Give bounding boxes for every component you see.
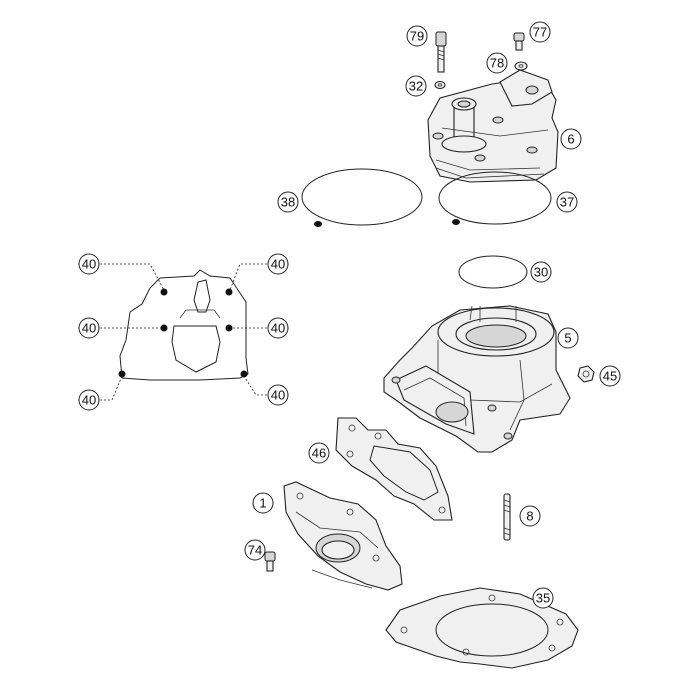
callout-77: 77 bbox=[529, 21, 551, 43]
svg-text:38: 38 bbox=[281, 195, 295, 210]
svg-text:78: 78 bbox=[490, 56, 504, 71]
svg-text:40: 40 bbox=[82, 321, 96, 336]
callout-46: 46 bbox=[308, 442, 330, 464]
svg-text:40: 40 bbox=[271, 321, 285, 336]
nut-45 bbox=[577, 365, 595, 383]
svg-text:35: 35 bbox=[536, 591, 550, 606]
callout-6: 6 bbox=[560, 128, 582, 150]
callout-40-bottom-left: 40 bbox=[78, 389, 100, 411]
svg-text:5: 5 bbox=[564, 331, 571, 346]
svg-text:37: 37 bbox=[560, 195, 574, 210]
callout-38: 38 bbox=[277, 191, 299, 213]
washer-32 bbox=[434, 80, 446, 90]
svg-text:6: 6 bbox=[567, 132, 574, 147]
base-gasket-35 bbox=[385, 587, 579, 669]
o-ring-37 bbox=[438, 171, 552, 225]
callout-8: 8 bbox=[519, 505, 541, 527]
screw-77 bbox=[513, 32, 525, 51]
svg-text:40: 40 bbox=[82, 257, 96, 272]
callout-40-top-right: 40 bbox=[267, 253, 289, 275]
svg-text:32: 32 bbox=[409, 79, 423, 94]
o-ring-38 bbox=[301, 168, 423, 227]
callout-79: 79 bbox=[406, 25, 428, 47]
cylinder-head-6 bbox=[427, 69, 559, 183]
svg-text:77: 77 bbox=[533, 25, 547, 40]
washer-78 bbox=[514, 61, 528, 71]
svg-text:74: 74 bbox=[248, 543, 262, 558]
callout-1: 1 bbox=[252, 492, 274, 514]
o-ring-30 bbox=[458, 255, 528, 289]
svg-text:1: 1 bbox=[259, 496, 266, 511]
callout-78: 78 bbox=[486, 52, 508, 74]
svg-text:40: 40 bbox=[271, 257, 285, 272]
svg-text:46: 46 bbox=[312, 446, 326, 461]
leader-lines bbox=[100, 263, 267, 401]
callout-40-bottom-right: 40 bbox=[267, 384, 289, 406]
svg-text:45: 45 bbox=[603, 369, 617, 384]
svg-text:40: 40 bbox=[82, 393, 96, 408]
callout-45: 45 bbox=[599, 365, 621, 387]
svg-text:40: 40 bbox=[271, 388, 285, 403]
callout-40-middle-right: 40 bbox=[267, 317, 289, 339]
callout-30: 30 bbox=[530, 261, 552, 283]
callout-40-top-left: 40 bbox=[78, 253, 100, 275]
svg-text:30: 30 bbox=[534, 265, 548, 280]
callout-40-middle-left: 40 bbox=[78, 317, 100, 339]
gasket-46 bbox=[335, 417, 453, 521]
callout-37: 37 bbox=[556, 191, 578, 213]
callout-74: 74 bbox=[244, 539, 266, 561]
callout-5: 5 bbox=[557, 327, 579, 349]
svg-text:8: 8 bbox=[526, 509, 533, 524]
bolt-79 bbox=[435, 31, 447, 73]
intake-flange-1 bbox=[283, 481, 403, 591]
gasket-detail-40 bbox=[118, 269, 249, 381]
screw-74 bbox=[264, 551, 276, 572]
callout-32: 32 bbox=[405, 75, 427, 97]
stud-8 bbox=[503, 493, 511, 541]
callout-35: 35 bbox=[532, 587, 554, 609]
cylinder-5 bbox=[383, 305, 571, 453]
svg-text:79: 79 bbox=[410, 29, 424, 44]
